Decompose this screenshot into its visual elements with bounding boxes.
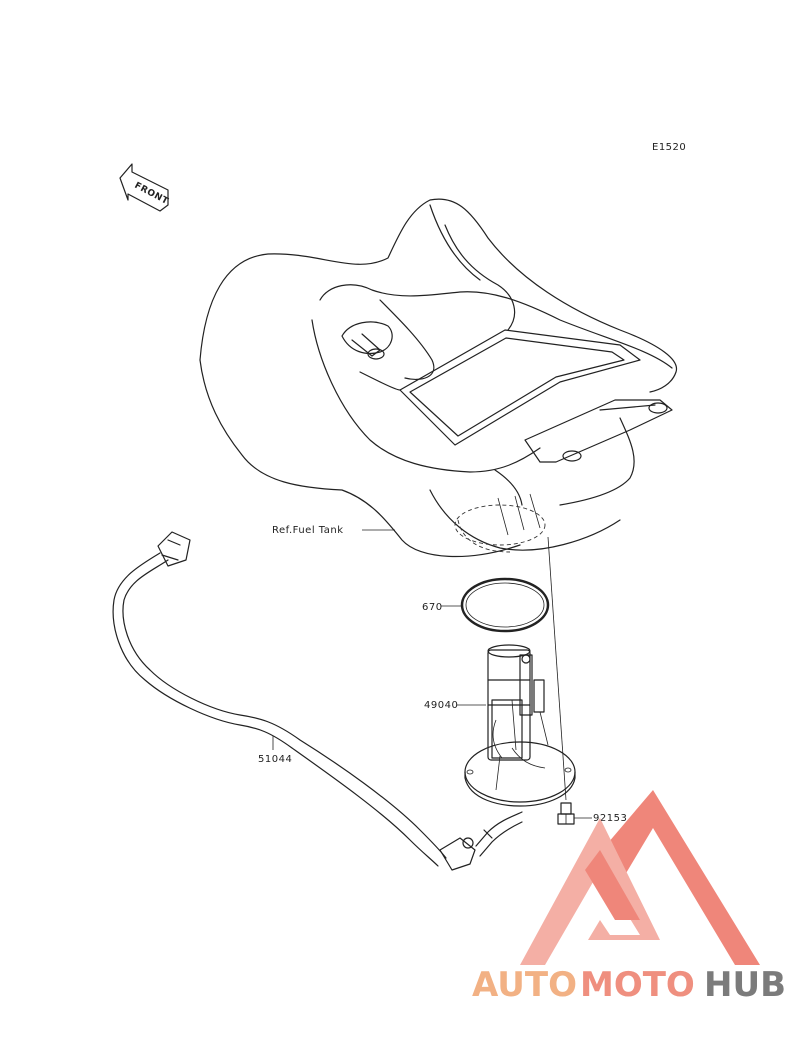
diagram-code: E1520 <box>652 142 686 153</box>
watermark-text: AUTO MOTO HUB <box>472 965 786 1005</box>
label-o-ring: 670 <box>422 602 443 613</box>
label-bolt: 92153 <box>593 813 627 824</box>
front-arrow-icon: FRONT <box>119 163 171 212</box>
bolt-part <box>557 802 575 825</box>
pump-mount-hidden <box>454 493 546 553</box>
fuel-tank <box>199 198 678 558</box>
o-ring-part <box>460 577 550 633</box>
watermark-logo <box>520 790 760 965</box>
fuel-pump-part <box>464 644 576 807</box>
svg-text:AUTO: AUTO <box>472 965 577 1005</box>
label-fuel-pump: 49040 <box>424 700 458 711</box>
svg-text:MOTO: MOTO <box>580 965 695 1005</box>
label-fuel-tank: Ref.Fuel Tank <box>272 525 344 536</box>
fuel-hose-part <box>112 531 523 871</box>
filler-cap <box>341 321 393 360</box>
svg-text:HUB: HUB <box>704 965 786 1005</box>
label-fuel-hose: 51044 <box>258 754 292 765</box>
assembly-guide-line <box>547 536 567 801</box>
front-label: FRONT <box>133 181 171 207</box>
